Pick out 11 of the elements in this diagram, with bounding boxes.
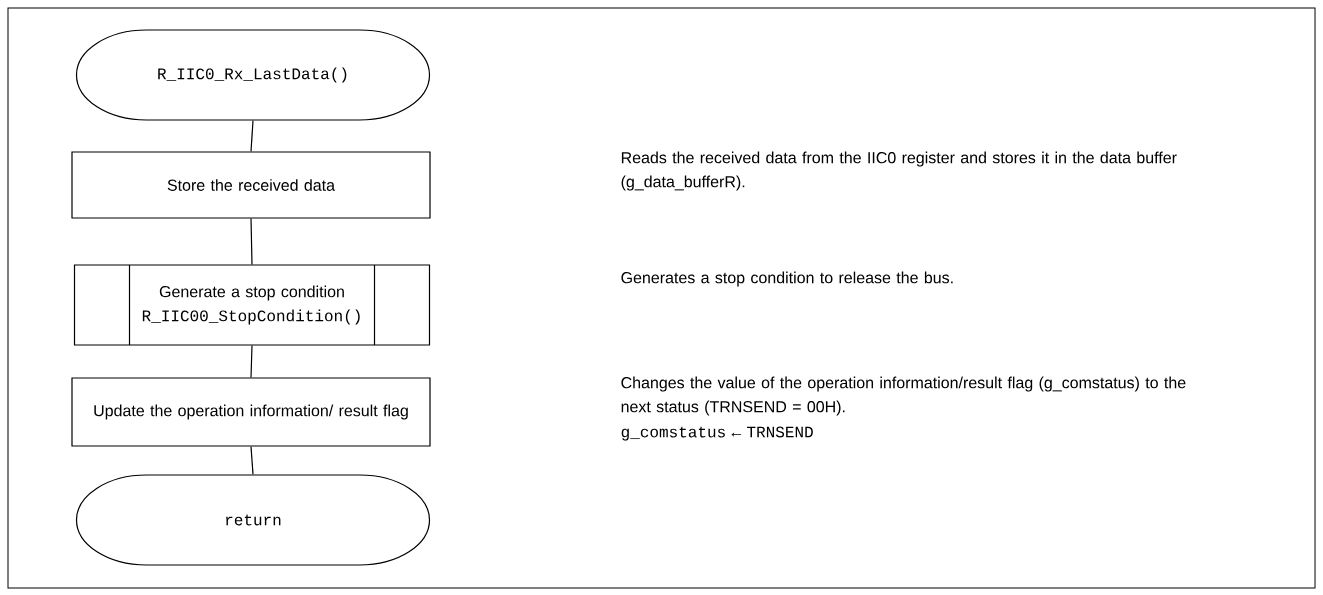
connector-line [250, 345, 253, 378]
description-text: Changes the value of the operation information/result flag (g_comstatus) to the next status (TRNSEND = 00H). [621, 376, 1186, 416]
process-box: Update the operation information/ result flag [71, 377, 431, 447]
connector-line [250, 218, 253, 265]
connector-line [250, 120, 254, 152]
description-text: Reads the received data from the IIC0 register and stores it in the data buffer (g_data_bufferR). [621, 151, 1177, 191]
connector-line [250, 446, 254, 475]
description-text: g_comstatus ← TRNSEND [621, 426, 813, 441]
predefined-process-box: Generate a stop condition R_IIC00_StopCondition() [73, 264, 431, 346]
description-text: Generates a stop condition to release the bus. [621, 271, 953, 287]
process-box: Store the received data [71, 151, 431, 219]
